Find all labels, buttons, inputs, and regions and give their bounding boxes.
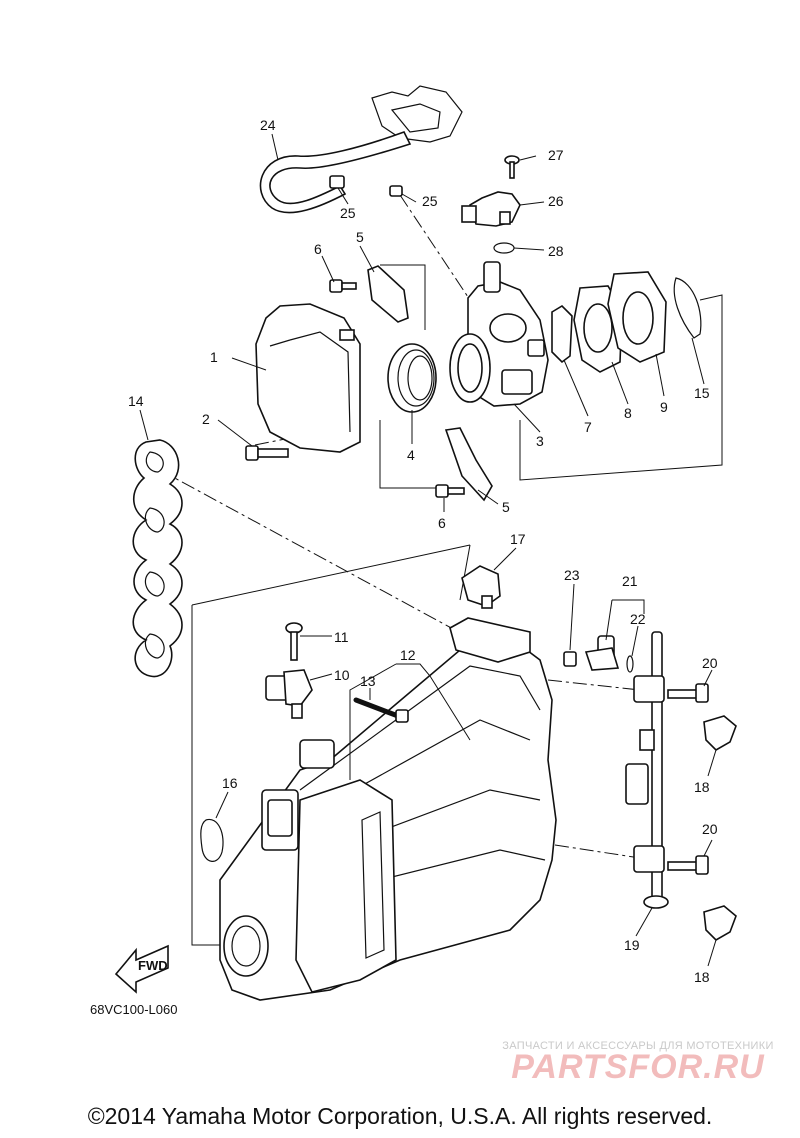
callout-18-upper: 18	[694, 779, 710, 795]
watermark-caption: ЗАПЧАСТИ И АКСЕССУАРЫ ДЛЯ МОТОТЕХНИКИ	[502, 1040, 774, 1052]
manifold-bolt	[353, 697, 409, 723]
throttle-o-ring	[673, 277, 702, 339]
manifold-frame-top	[191, 544, 471, 606]
manifold-frame	[191, 605, 222, 946]
sensor-o-ring-16	[200, 818, 224, 862]
callout-25-right: 25	[422, 193, 438, 209]
callout-9: 9	[660, 399, 668, 415]
gasket-center-line	[159, 469, 456, 631]
leader-lines	[139, 133, 717, 967]
callout-8: 8	[624, 405, 632, 421]
injector-seal	[626, 655, 634, 673]
callout-20-upper: 20	[702, 655, 718, 671]
pressure-sensor	[265, 669, 313, 719]
engine-fragment	[371, 85, 463, 143]
intake-coupling	[387, 343, 437, 413]
upper-group-frame	[380, 264, 426, 330]
callout-10: 10	[334, 667, 350, 683]
mounting-bracket-upper	[367, 265, 409, 323]
sensor-bolt	[285, 622, 303, 661]
forward-arrow: FWD	[114, 944, 169, 994]
throttle-bore-sleeve	[449, 333, 491, 403]
callout-24: 24	[260, 117, 276, 133]
watermark: ЗАПЧАСТИ И АКСЕССУАРЫ ДЛЯ МОТОТЕХНИКИ PA…	[488, 1040, 788, 1087]
throttle-sensor	[461, 191, 521, 227]
mounting-plate	[607, 271, 667, 363]
throttle-frame-left	[379, 420, 446, 489]
callout-25-left: 25	[340, 205, 356, 221]
callout-15: 15	[694, 385, 710, 401]
bracket-bolt-upper	[329, 279, 357, 293]
callout-4: 4	[407, 447, 415, 463]
rail-bolt-upper	[667, 683, 709, 703]
callout-5-lower: 5	[502, 499, 510, 515]
callout-27: 27	[548, 147, 564, 163]
watermark-logo: PARTSFOR.RU	[511, 1048, 765, 1086]
fuel-injector	[584, 635, 620, 671]
callout-23: 23	[564, 567, 580, 583]
bracket-bolt-lower	[435, 484, 465, 498]
callout-21: 21	[622, 573, 638, 589]
callout-13: 13	[360, 673, 376, 689]
silencer-bolt	[245, 445, 289, 461]
callout-18-lower: 18	[694, 969, 710, 985]
rail-bolt-lower	[667, 855, 709, 875]
rail-cap	[563, 651, 577, 667]
callout-19: 19	[624, 937, 640, 953]
intake-silencer	[255, 303, 361, 453]
diagram-reference: 68VC100-L060	[90, 1002, 177, 1017]
callout-11: 11	[334, 629, 349, 645]
throttle-frame-right	[519, 294, 723, 481]
callout-26: 26	[548, 193, 564, 209]
callout-16: 16	[222, 775, 238, 791]
callout-6-upper: 6	[314, 241, 322, 257]
hose-clip-upper	[703, 715, 737, 751]
throttle-spacer	[551, 304, 573, 364]
callout-12: 12	[400, 647, 416, 663]
hose-clamp-left	[329, 175, 345, 189]
rail-center-line-bottom	[554, 844, 641, 859]
callout-3: 3	[536, 433, 544, 449]
callout-5-upper: 5	[356, 229, 364, 245]
fuel-rail	[625, 631, 669, 909]
mounting-bracket-lower	[444, 427, 493, 502]
hose-clip-lower	[703, 905, 737, 941]
callout-14: 14	[128, 393, 144, 409]
callout-28: 28	[548, 243, 564, 259]
sensor-screw	[504, 155, 520, 179]
callout-6-lower: 6	[438, 515, 446, 531]
callout-1: 1	[210, 349, 218, 365]
callout-17: 17	[510, 531, 526, 547]
callout-22: 22	[630, 611, 646, 627]
callout-2: 2	[202, 411, 210, 427]
hose-clamp-right	[389, 185, 403, 197]
callout-20-lower: 20	[702, 821, 718, 837]
fwd-label: FWD	[138, 958, 168, 973]
intake-manifold	[219, 617, 557, 1001]
hose-center-line	[399, 194, 471, 301]
sensor-o-ring	[493, 242, 515, 254]
callout-7: 7	[584, 419, 592, 435]
manifold-frame-top-2	[459, 544, 471, 601]
rail-center-line-top	[547, 679, 641, 691]
manifold-gasket	[132, 439, 183, 678]
intake-clip	[461, 565, 501, 609]
copyright-notice: ©2014 Yamaha Motor Corporation, U.S.A. A…	[87, 1103, 713, 1129]
breather-hose	[259, 131, 412, 214]
